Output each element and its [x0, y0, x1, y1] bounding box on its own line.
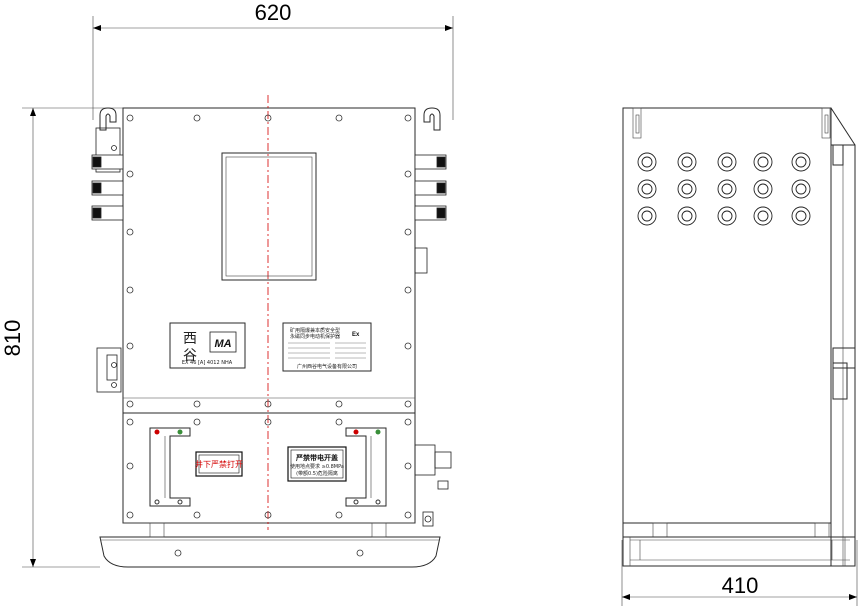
lifting-hook-right	[423, 107, 441, 131]
warning-plate-black: 严禁带电开盖 使用地点要求 ≥0.8MPa (带额0.5)危险隔离	[287, 446, 347, 482]
side-gland-grid	[637, 152, 811, 226]
dimension-height-front: 810	[0, 107, 125, 568]
brand-char-1: 西	[183, 331, 197, 347]
brand-char-2: 谷	[183, 348, 197, 364]
black-plate-title: 严禁带电开盖	[295, 453, 338, 462]
bolts-upper	[126, 114, 412, 408]
red-plate-text: 井下严禁打开	[195, 459, 243, 469]
width-side-label: 410	[722, 573, 759, 598]
side-base-frame	[623, 522, 855, 566]
dimension-width-side: 410	[621, 540, 858, 606]
height-front-label: 810	[0, 320, 25, 357]
door-handle-right	[345, 427, 387, 507]
dimension-width-front: 620	[92, 0, 454, 120]
door-handle-left	[149, 427, 191, 507]
ma-badge: MA	[214, 338, 231, 350]
bolts-lower	[126, 418, 412, 519]
front-view: 西 谷 MA EX 46 [A] 4012 NHA 矿用隔爆兼本质安全型 永磁同…	[91, 95, 452, 568]
nameplate-small-text: EX 46 [A] 4012 NHA	[182, 360, 233, 366]
cable-glands-right	[414, 154, 452, 527]
sled-base	[99, 522, 441, 568]
lifting-hook-left	[99, 107, 117, 131]
rating-plate-maker: 广州西谷电气设备有限公司	[297, 363, 357, 370]
black-plate-line2: 使用地点要求 ≥0.8MPa	[290, 463, 344, 470]
side-view	[622, 107, 856, 567]
rating-plate-line2: 永磁同步电动机保护器	[290, 333, 340, 340]
rating-plate: 矿用隔爆兼本质安全型 永磁同步电动机保护器 Ex 广州西谷电气设备有限公司	[282, 322, 372, 372]
viewing-window-outer	[221, 152, 317, 281]
brand-nameplate: 西 谷 MA EX 46 [A] 4012 NHA	[169, 322, 246, 369]
side-body	[622, 107, 832, 567]
warning-plate-red: 井下严禁打开	[195, 451, 243, 477]
rating-plate-line1: 矿用隔爆兼本质安全型	[290, 327, 340, 334]
width-front-label: 620	[255, 0, 292, 25]
cable-glands-left	[91, 127, 124, 393]
black-plate-line3: (带额0.5)危险隔离	[296, 470, 338, 477]
ex-mark: Ex	[352, 332, 360, 338]
